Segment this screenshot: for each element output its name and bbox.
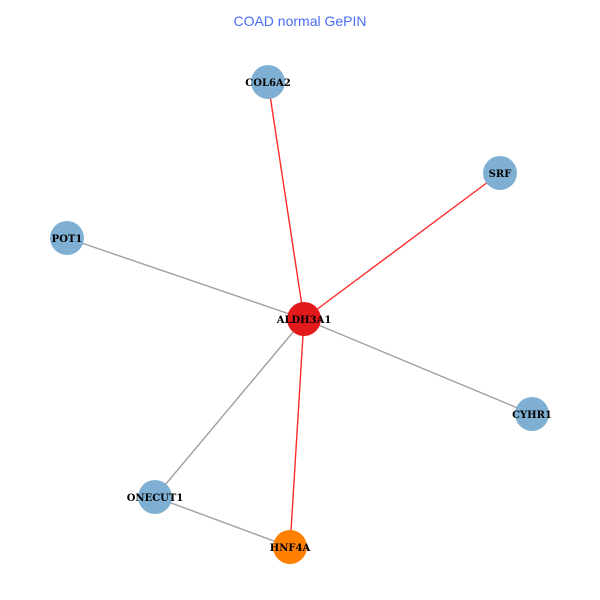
node-circle[interactable]	[251, 65, 285, 99]
edge-aldh3a1-col6a2	[267, 81, 305, 320]
node-col6a2[interactable]: COL6A2	[245, 65, 291, 99]
edge-aldh3a1-hnf4a	[289, 318, 305, 548]
node-cyhr1[interactable]: CYHR1	[512, 397, 552, 431]
diagram-title: COAD normal GePIN	[233, 13, 366, 29]
node-srf[interactable]: SRF	[483, 156, 517, 190]
node-circle[interactable]	[287, 302, 321, 336]
node-circle[interactable]	[273, 530, 307, 564]
edge-aldh3a1-pot1	[66, 237, 305, 320]
edge-aldh3a1-srf	[303, 172, 501, 320]
node-onecut1[interactable]: ONECUT1	[127, 480, 184, 514]
node-label: ONECUT1	[127, 493, 184, 504]
edge-aldh3a1-cyhr1	[303, 318, 533, 415]
node-label: ALDH3A1	[276, 315, 332, 326]
node-aldh3a1[interactable]: ALDH3A1	[276, 302, 332, 336]
node-pot1[interactable]: POT1	[50, 221, 84, 255]
node-label: COL6A2	[245, 78, 290, 89]
edge-onecut1-hnf4a	[154, 496, 291, 548]
node-circle[interactable]	[50, 221, 84, 255]
node-label: SRF	[489, 169, 512, 180]
node-circle[interactable]	[138, 480, 172, 514]
node-label: CYHR1	[512, 410, 552, 421]
node-label: HNF4A	[270, 543, 311, 554]
node-circle[interactable]	[483, 156, 517, 190]
node-label: POT1	[52, 234, 83, 245]
node-hnf4a[interactable]: HNF4A	[270, 530, 311, 564]
node-circle[interactable]	[515, 397, 549, 431]
edge-aldh3a1-onecut1	[154, 318, 305, 498]
